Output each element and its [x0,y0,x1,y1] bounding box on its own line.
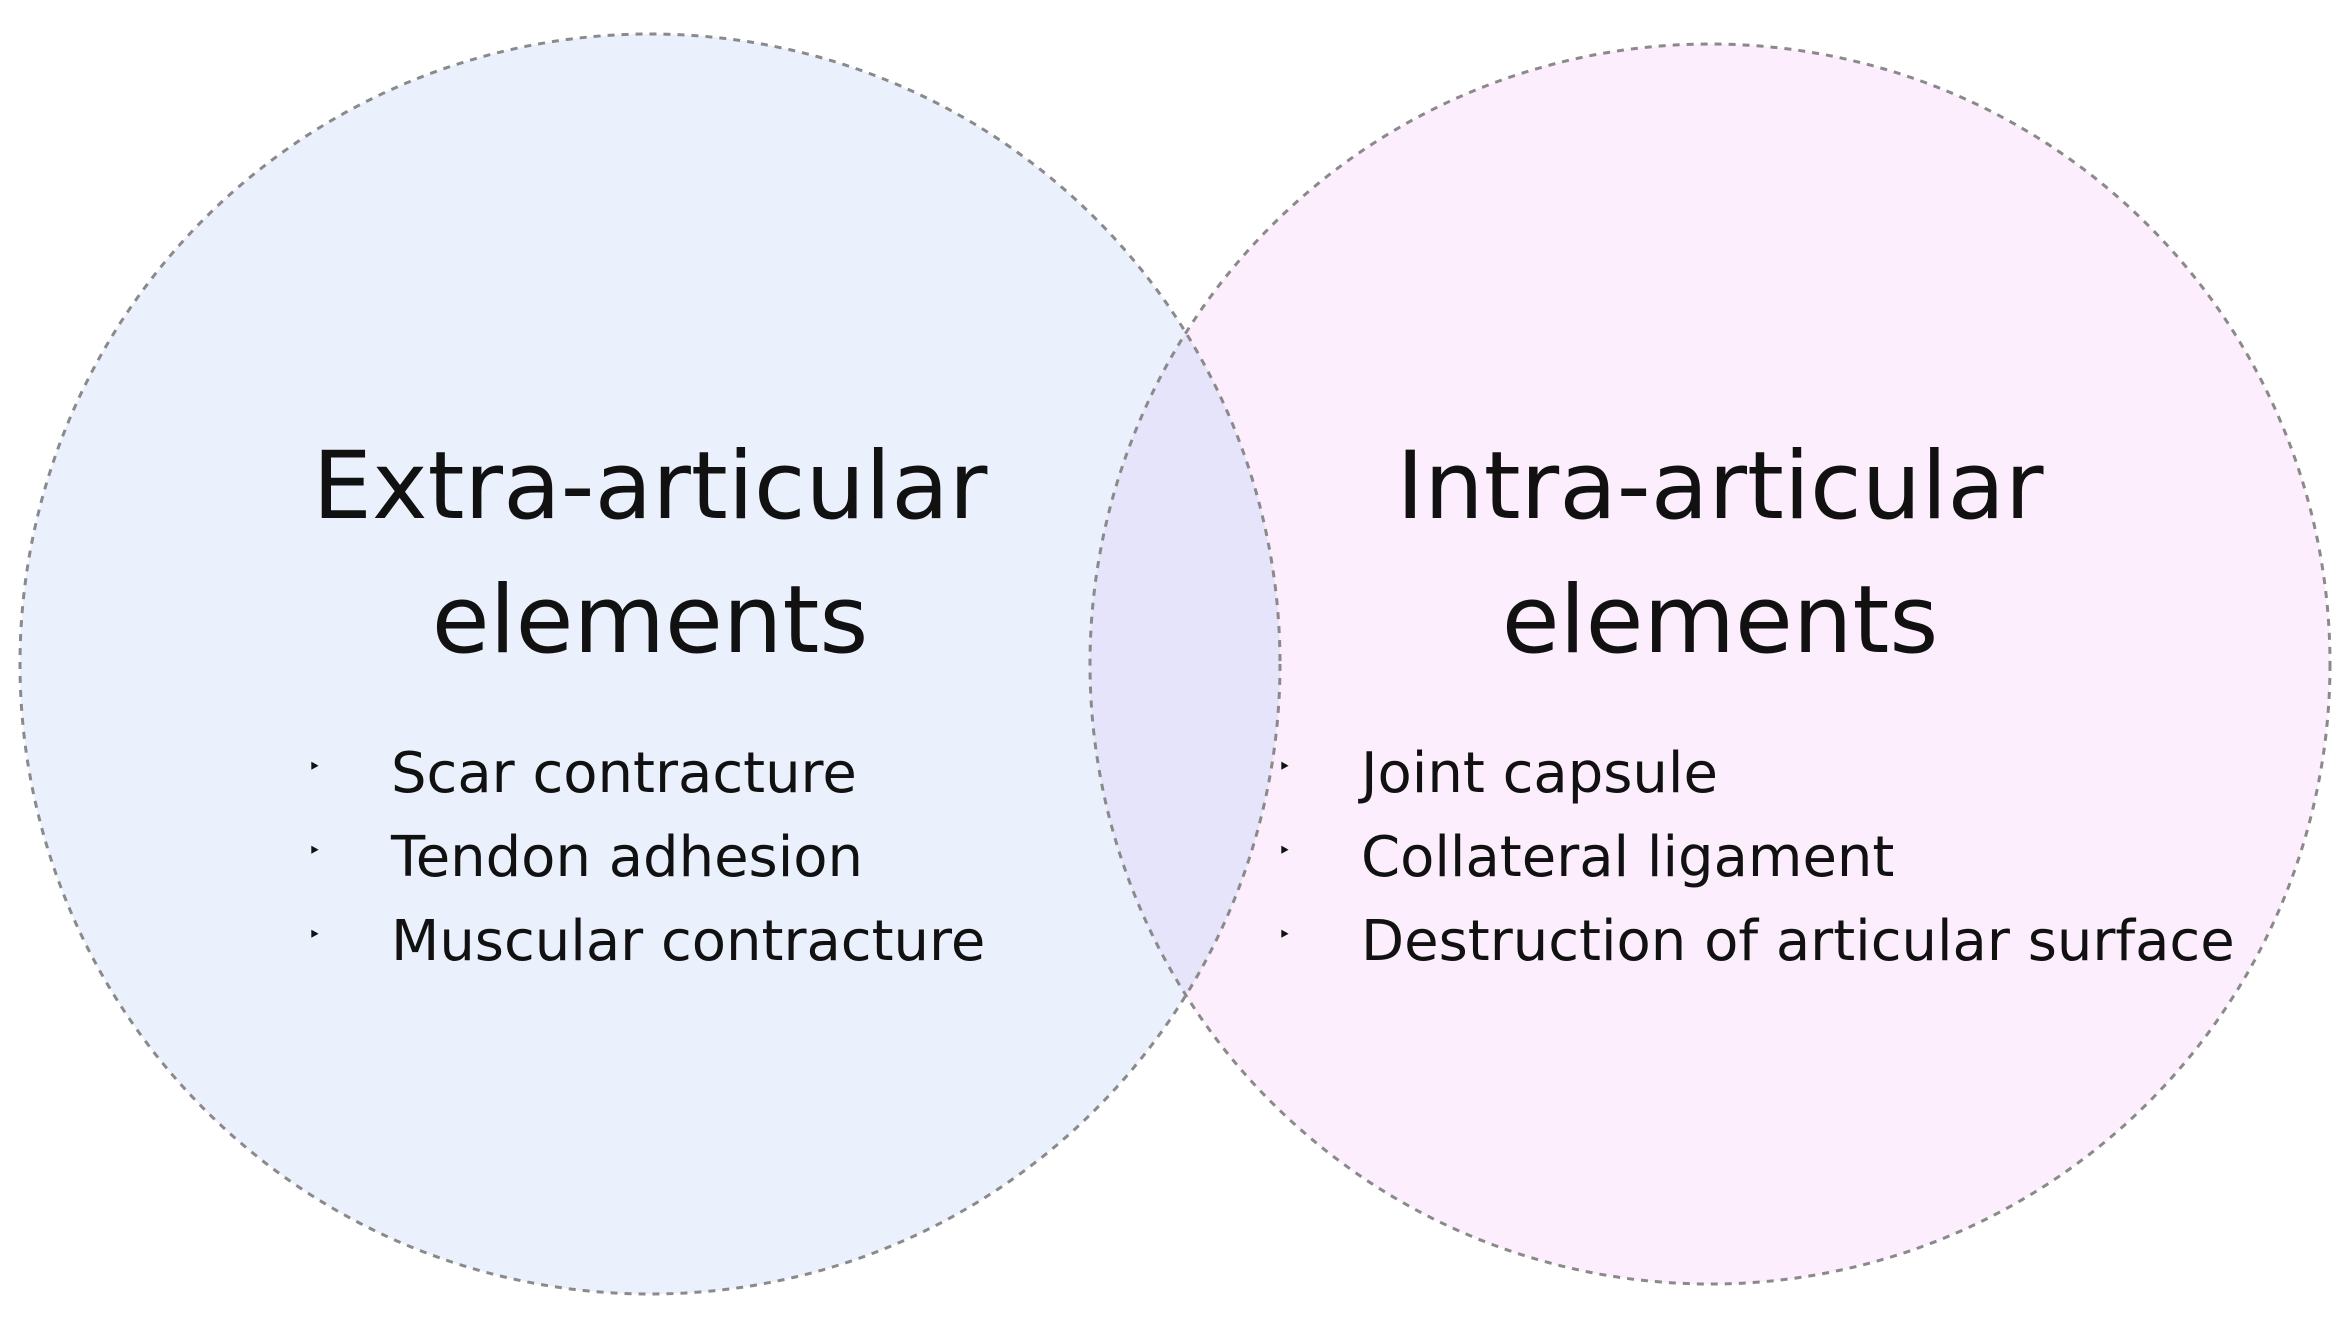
list-item: ‣ Destruction of articular surface [1278,900,2235,984]
list-item: ‣ Scar contracture [308,732,985,816]
list-item-text: Joint capsule [1361,741,1718,806]
extra-articular-title-line1: Extra-articular [312,432,988,541]
extra-articular-circle [20,34,1280,1294]
intra-articular-outline [1088,42,2332,1286]
bullet-icon: ‣ [1278,755,1291,780]
list-item-text: Tendon adhesion [391,825,864,890]
list-item-text: Collateral ligament [1361,825,1895,890]
list-item: ‣ Collateral ligament [1278,816,2235,900]
intra-articular-title-line2: elements [1501,566,1939,675]
bullet-icon: ‣ [308,839,321,864]
list-item: ‣ Tendon adhesion [308,816,985,900]
bullet-icon: ‣ [1278,839,1291,864]
extra-articular-title: Extra-articular elements [250,420,1050,688]
bullet-icon: ‣ [308,923,321,948]
extra-articular-title-line2: elements [431,566,869,675]
intra-articular-title-line1: Intra-articular [1396,432,2044,541]
list-item-text: Destruction of articular surface [1361,909,2235,974]
bullet-icon: ‣ [308,755,321,780]
extra-articular-list: ‣ Scar contracture ‣ Tendon adhesion ‣ M… [308,732,985,984]
list-item-text: Muscular contracture [391,909,986,974]
list-item: ‣ Muscular contracture [308,900,985,984]
intra-articular-title: Intra-articular elements [1320,420,2120,688]
extra-articular-outline [18,32,1282,1296]
intra-articular-list: ‣ Joint capsule ‣ Collateral ligament ‣ … [1278,732,2235,984]
bullet-icon: ‣ [1278,923,1291,948]
list-item-text: Scar contracture [391,741,857,806]
list-item: ‣ Joint capsule [1278,732,2235,816]
intra-articular-circle [1090,44,2330,1284]
